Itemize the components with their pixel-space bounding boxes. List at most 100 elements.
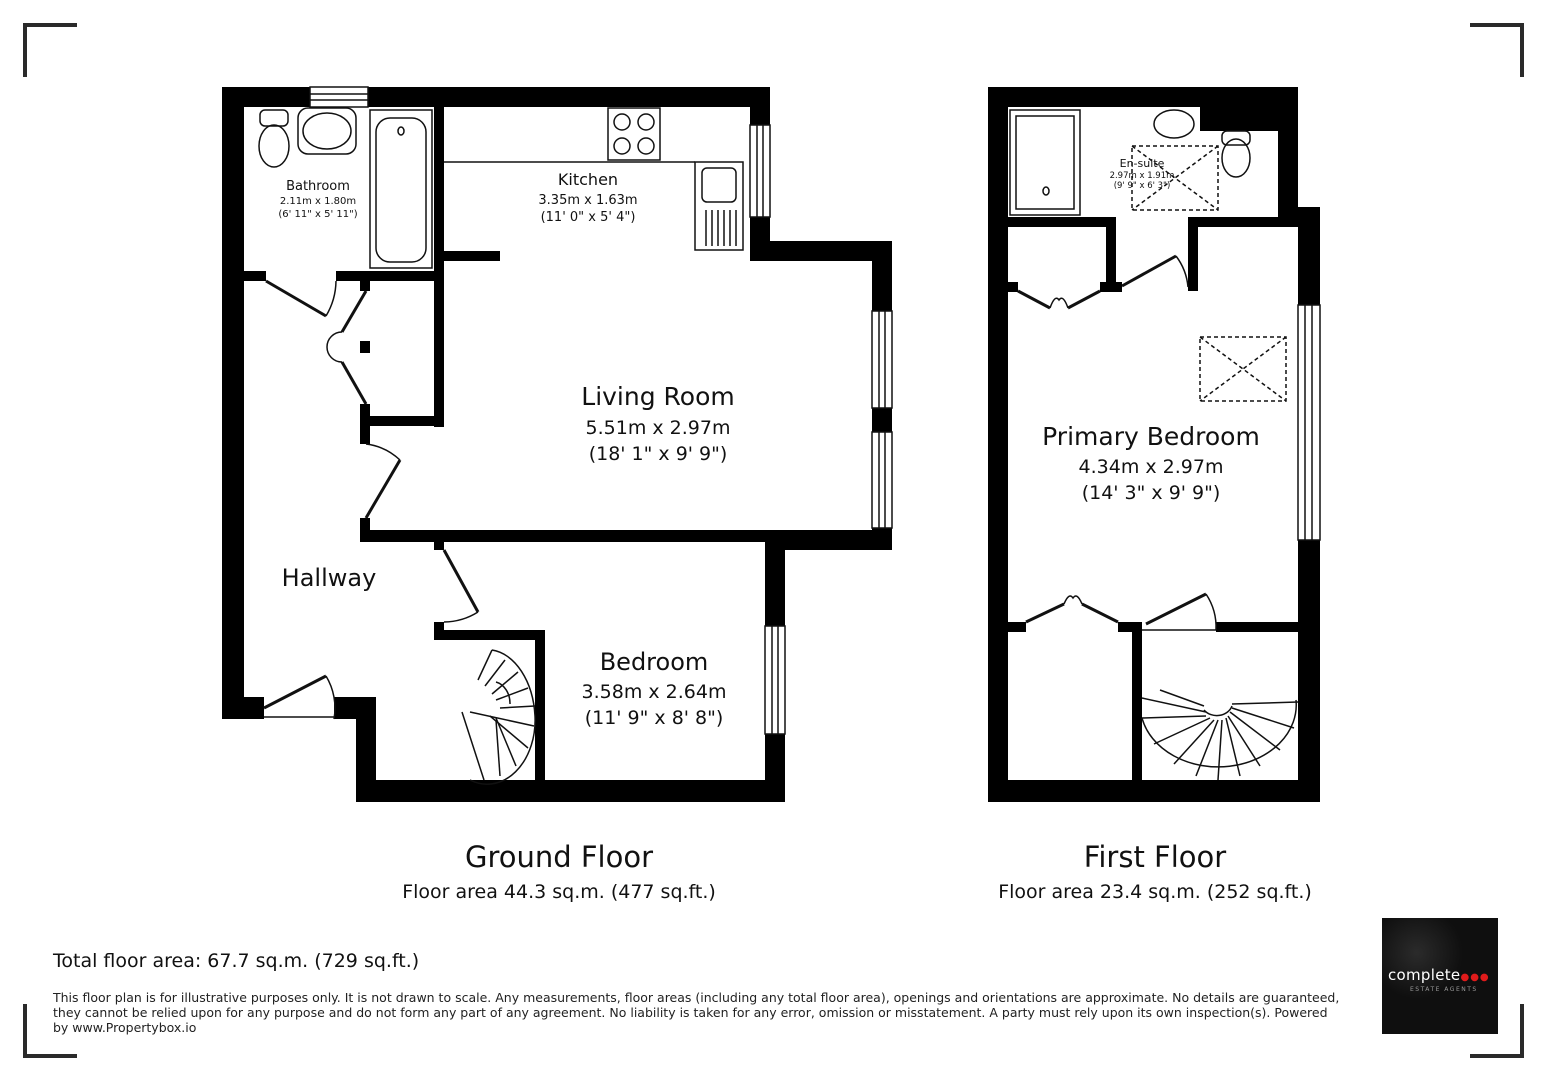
sink-unit (694, 161, 744, 251)
wall (360, 518, 370, 540)
primary-bedroom-name: Primary Bedroom (1042, 422, 1260, 451)
basin-bowl (302, 112, 352, 150)
door-swing (1175, 255, 1189, 288)
window (764, 625, 786, 735)
skylight-cross (1199, 336, 1287, 402)
hob-ring (613, 113, 631, 131)
kitchen-imperial: (11' 0" x 5' 4") (541, 210, 636, 225)
wall (360, 281, 370, 291)
wall (356, 780, 785, 802)
bathroom-name: Bathroom (286, 179, 350, 194)
spiral-staircase (461, 649, 536, 785)
wall (360, 341, 370, 353)
primary-bedroom-metric: 4.34m x 2.97m (1079, 456, 1224, 478)
ensuite-name: En-suite (1120, 157, 1165, 170)
crop-mark-top-left (23, 23, 77, 77)
wall (1008, 282, 1018, 292)
bedroom-name: Bedroom (600, 648, 709, 676)
first-floor-title: First Floor (1083, 840, 1227, 874)
door-swing (365, 443, 401, 461)
door-swing (325, 280, 337, 317)
wall (1132, 622, 1142, 782)
basin (297, 107, 357, 155)
basin (1153, 109, 1195, 139)
ensuite-metric: 2.97m x 1.91m (1110, 171, 1175, 181)
bedroom-metric: 3.58m x 2.64m (582, 681, 727, 703)
hob-ring (637, 137, 655, 155)
logo-dots-icon: ●●● (1460, 972, 1490, 983)
skylight (1199, 336, 1287, 402)
hob (607, 107, 661, 161)
shower-tray (1009, 109, 1081, 216)
door-swing (443, 611, 479, 623)
total-floor-area: Total floor area: 67.7 sq.m. (729 sq.ft.… (53, 950, 420, 972)
wall (434, 107, 444, 427)
shower-drain (1042, 186, 1050, 196)
bathroom-metric: 2.11m x 1.80m (280, 196, 356, 207)
spiral-staircase (1141, 689, 1299, 781)
skylight (1131, 145, 1219, 211)
bath-drain (397, 126, 405, 136)
wall (222, 87, 244, 719)
wall (360, 404, 370, 444)
door-swing (1063, 595, 1083, 605)
wardrobe-door (1081, 602, 1119, 624)
skylight-cross (1131, 145, 1219, 211)
ensuite-imperial: (9' 9" x 6' 3") (1114, 181, 1171, 191)
window (749, 124, 771, 218)
wall (434, 630, 545, 640)
disclaimer-text: This floor plan is for illustrative purp… (53, 990, 1340, 1035)
wall (244, 271, 266, 281)
skylight-cross (1131, 145, 1219, 211)
logo-wordmark: complete●●● (1388, 966, 1490, 984)
ground-floor-plan (222, 87, 892, 802)
window (309, 86, 369, 108)
crop-mark-bottom-right (1470, 1004, 1524, 1058)
door-swing (1205, 593, 1217, 631)
door (364, 459, 402, 519)
wall (336, 271, 434, 281)
door-swing (325, 675, 336, 720)
wall (750, 241, 892, 261)
living-room-name: Living Room (581, 382, 734, 411)
wall (1200, 107, 1278, 131)
door (442, 549, 480, 613)
wall (222, 87, 770, 107)
wall (356, 697, 376, 802)
wall (1278, 87, 1298, 227)
wall (1188, 227, 1198, 291)
wall (1008, 622, 1026, 632)
primary-bedroom-imperial: (14' 3" x 9' 9") (1082, 482, 1221, 504)
bathroom-imperial: (6' 11" x 5' 11") (278, 209, 357, 220)
wall (1100, 282, 1122, 292)
door (1145, 592, 1207, 626)
first-floor-area: Floor area 23.4 sq.m. (252 sq.ft.) (998, 881, 1312, 903)
wall (1118, 622, 1142, 632)
first-floor-fixtures (1009, 109, 1321, 781)
logo-word: complete (1388, 966, 1461, 984)
wall (1298, 540, 1320, 802)
ground-floor-fixtures (258, 86, 893, 785)
wardrobe-door (1025, 602, 1065, 624)
toilet-cistern (1221, 130, 1251, 146)
kitchen-metric: 3.35m x 1.63m (538, 193, 637, 208)
toilet (1221, 138, 1251, 178)
crop-mark-bottom-left (23, 1004, 77, 1058)
toilet (258, 124, 290, 168)
wall (988, 780, 1320, 802)
window (1297, 304, 1321, 541)
wall (1216, 622, 1298, 632)
bathtub (369, 109, 433, 269)
drainer (705, 210, 737, 246)
skylight-cross (1199, 336, 1287, 402)
living-room-imperial: (18' 1" x 9' 9") (589, 443, 728, 465)
bathtub-inner (375, 117, 427, 263)
wall (334, 697, 376, 719)
wall (434, 542, 444, 550)
wall (222, 697, 264, 719)
wall (444, 251, 500, 261)
window (871, 310, 893, 409)
wall (872, 408, 892, 432)
front-door (263, 674, 327, 710)
